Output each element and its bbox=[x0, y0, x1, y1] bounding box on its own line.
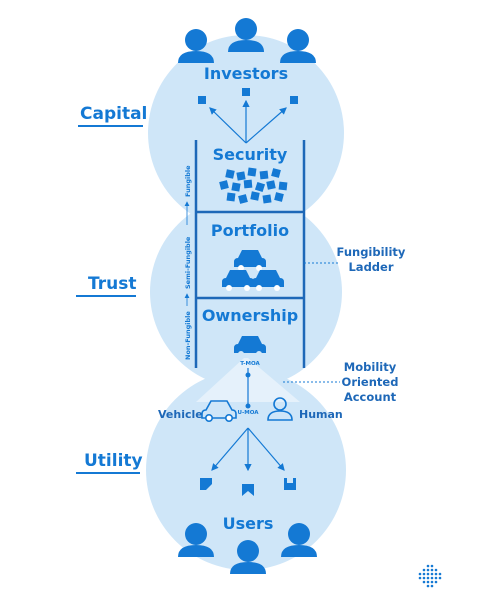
user-arrows bbox=[211, 427, 285, 472]
non-fungible-label: Non-Fungible bbox=[184, 311, 192, 360]
trust-label: Trust bbox=[88, 274, 136, 294]
investor-token-icon bbox=[242, 88, 250, 96]
investor-arrows bbox=[209, 99, 287, 144]
investor-token-icon bbox=[290, 96, 298, 104]
vehicle-outline-icon bbox=[201, 400, 237, 422]
investor-person-icon bbox=[280, 29, 316, 63]
usage-token-icon bbox=[200, 478, 212, 490]
fungible-label: Fungible bbox=[184, 165, 192, 197]
usage-token-icon bbox=[242, 484, 254, 496]
moa-node bbox=[245, 372, 251, 378]
vehicle-label: Vehicle bbox=[158, 408, 203, 421]
investor-person-icon bbox=[228, 18, 264, 52]
moa-node bbox=[245, 403, 251, 409]
usage-token-icon bbox=[284, 478, 296, 490]
moa-label-2: Oriented bbox=[342, 375, 399, 389]
capital-label: Capital bbox=[80, 104, 147, 124]
investors-label: Investors bbox=[204, 64, 288, 83]
moa-label-1: Mobility bbox=[344, 360, 397, 374]
portfolio-label: Portfolio bbox=[211, 221, 289, 240]
car-icon bbox=[222, 270, 254, 291]
semi-fungible-label: Semi-Fungible bbox=[184, 236, 192, 289]
t-moa-label: T-MOA bbox=[240, 361, 260, 367]
logo-icon bbox=[418, 564, 442, 588]
human-label: Human bbox=[299, 408, 343, 421]
moa-label-3: Account bbox=[344, 390, 397, 404]
human-outline-icon bbox=[267, 397, 293, 421]
u-moa-label: U-MOA bbox=[237, 410, 259, 416]
security-token-cluster bbox=[219, 167, 288, 204]
fungibility-ladder-label-2: Ladder bbox=[348, 260, 393, 274]
ownership-label: Ownership bbox=[202, 306, 298, 325]
ladder-frame bbox=[194, 140, 306, 368]
car-icon bbox=[234, 250, 266, 271]
user-person-icon bbox=[178, 523, 214, 557]
user-person-icon bbox=[281, 523, 317, 557]
trust-circle bbox=[150, 196, 342, 388]
car-icon bbox=[234, 336, 266, 357]
investor-person-icon bbox=[178, 29, 214, 63]
investor-token-icon bbox=[198, 96, 206, 104]
car-icon bbox=[252, 270, 284, 291]
utility-label: Utility bbox=[84, 451, 143, 471]
fungibility-ladder-label-1: Fungibility bbox=[337, 245, 406, 259]
users-label: Users bbox=[223, 514, 274, 533]
user-person-icon bbox=[230, 540, 266, 574]
security-label: Security bbox=[213, 145, 288, 164]
